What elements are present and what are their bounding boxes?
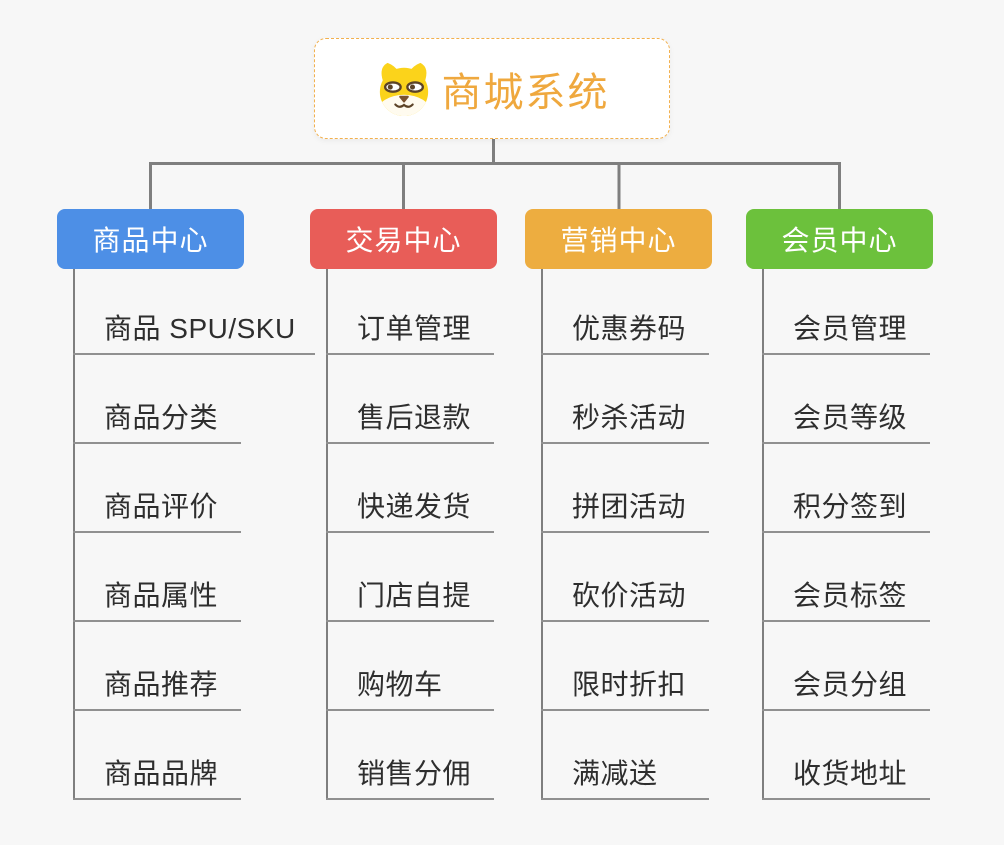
child-node[interactable]: 积分签到 (762, 489, 930, 533)
root-title: 商城系统 (441, 70, 610, 115)
branch-children-trade-center: 订单管理 售后退款 快递发货 门店自提 购物车 销售分佣 (326, 311, 494, 845)
child-node[interactable]: 商品 SPU/SKU (73, 311, 315, 355)
child-node-label: 快递发货 (357, 491, 472, 522)
child-node-label: 商品推荐 (104, 669, 219, 700)
child-node[interactable]: 秒杀活动 (541, 400, 709, 444)
child-node-label: 会员分组 (793, 669, 908, 700)
child-node[interactable]: 限时折扣 (541, 667, 709, 711)
child-node-label: 商品分类 (104, 402, 219, 433)
child-node-label: 优惠券码 (572, 313, 687, 344)
child-node-label: 会员等级 (793, 402, 908, 433)
child-node-label: 会员管理 (793, 313, 908, 344)
child-node-label: 商品品牌 (104, 758, 219, 789)
child-node[interactable]: 门店自提 (326, 578, 494, 622)
child-node-label: 门店自提 (357, 580, 472, 611)
child-node-label: 砍价活动 (572, 580, 687, 611)
child-node[interactable]: 满减送 (541, 756, 709, 800)
child-node[interactable]: 商品推荐 (73, 667, 241, 711)
child-node-label: 拼团活动 (572, 491, 687, 522)
child-node[interactable]: 会员等级 (762, 400, 930, 444)
child-node-label: 购物车 (357, 669, 443, 700)
child-node[interactable]: 商品属性 (73, 578, 241, 622)
child-node-label: 收货地址 (793, 758, 908, 789)
child-node[interactable]: 销售分佣 (326, 756, 494, 800)
child-node[interactable]: 订单管理 (326, 311, 494, 355)
root-node[interactable]: 商城系统 (314, 38, 670, 139)
branch-bus-line (149, 162, 841, 210)
child-node[interactable]: 会员管理 (762, 311, 930, 355)
child-node-label: 满减送 (572, 758, 658, 789)
child-node-label: 商品 SPU/SKU (104, 313, 296, 344)
child-node[interactable]: 会员标签 (762, 578, 930, 622)
child-node-label: 商品属性 (104, 580, 219, 611)
child-node-label: 限时折扣 (572, 669, 687, 700)
child-node[interactable]: 拼团活动 (541, 489, 709, 533)
child-node-label: 会员标签 (793, 580, 908, 611)
branch-label: 交易中心 (345, 225, 462, 256)
child-node[interactable]: 砍价活动 (541, 578, 709, 622)
child-node[interactable]: 收货地址 (762, 756, 930, 800)
branch-children-member-center: 会员管理 会员等级 积分签到 会员标签 会员分组 收货地址 (762, 311, 930, 845)
child-node[interactable]: 购物车 (326, 667, 494, 711)
dog-face-icon (375, 61, 433, 117)
child-node[interactable]: 商品评价 (73, 489, 241, 533)
branch-node-marketing-center[interactable]: 营销中心 (525, 209, 712, 269)
branch-label: 会员中心 (781, 225, 898, 256)
child-node[interactable]: 商品品牌 (73, 756, 241, 800)
branch-node-member-center[interactable]: 会员中心 (746, 209, 933, 269)
child-node-label: 秒杀活动 (572, 402, 687, 433)
branch-label: 营销中心 (560, 225, 677, 256)
child-node-label: 订单管理 (357, 313, 472, 344)
child-node[interactable]: 售后退款 (326, 400, 494, 444)
child-node-label: 销售分佣 (357, 758, 472, 789)
child-node-label: 商品评价 (104, 491, 219, 522)
branch-node-product-center[interactable]: 商品中心 (57, 209, 244, 269)
child-node[interactable]: 快递发货 (326, 489, 494, 533)
child-node[interactable]: 商品分类 (73, 400, 241, 444)
branch-node-trade-center[interactable]: 交易中心 (310, 209, 497, 269)
child-node-label: 积分签到 (793, 491, 908, 522)
child-node[interactable]: 会员分组 (762, 667, 930, 711)
branch-label: 商品中心 (92, 225, 209, 256)
child-node[interactable]: 优惠券码 (541, 311, 709, 355)
branch-children-marketing-center: 优惠券码 秒杀活动 拼团活动 砍价活动 限时折扣 满减送 (541, 311, 709, 845)
branch-children-product-center: 商品 SPU/SKU 商品分类 商品评价 商品属性 商品推荐 商品品牌 (73, 311, 315, 845)
child-node-label: 售后退款 (357, 402, 472, 433)
